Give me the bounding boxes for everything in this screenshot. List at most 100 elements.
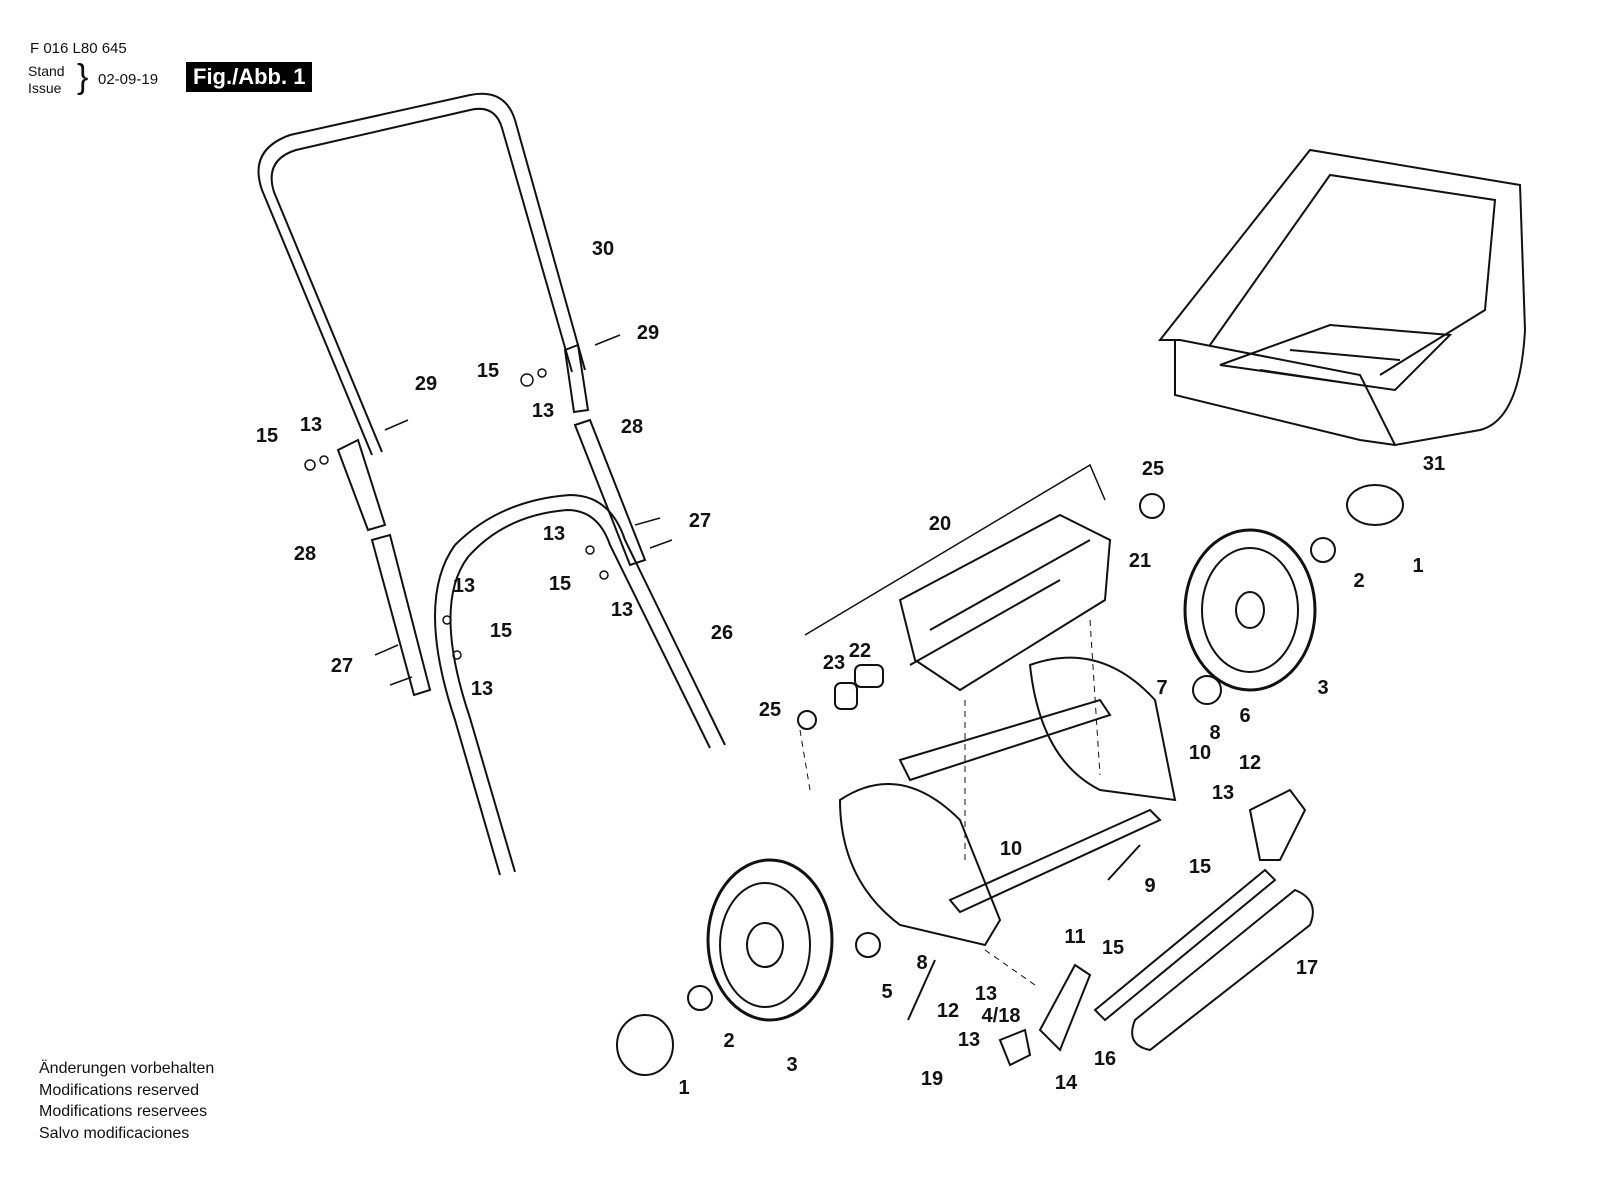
spring-part xyxy=(854,664,884,688)
callout-label: 2 xyxy=(723,1030,734,1052)
disclaimer-line: Salvo modificaciones xyxy=(39,1124,190,1142)
callout-label: 28 xyxy=(621,416,643,438)
callout-label: 15 xyxy=(549,573,571,595)
part-code: F 016 L80 645 xyxy=(30,40,127,57)
rod-left-part xyxy=(907,959,936,1021)
callout-label: 13 xyxy=(300,414,322,436)
washer-part xyxy=(797,710,817,730)
disclaimer-line: Modifications reserved xyxy=(39,1081,200,1099)
callout-label: 13 xyxy=(532,400,554,422)
callout-label: 29 xyxy=(637,322,659,344)
callout-label: 3 xyxy=(1317,677,1328,699)
clip-part xyxy=(1346,484,1404,526)
cap-part xyxy=(1310,537,1336,563)
callout-label: 15 xyxy=(1189,856,1211,878)
callout-label: 26 xyxy=(711,622,733,644)
callout-label: 28 xyxy=(294,543,316,565)
disclaimer-line: Modifications reservees xyxy=(39,1103,208,1120)
callout-label: 6 xyxy=(1239,705,1250,727)
callout-label: 14 xyxy=(1055,1072,1078,1094)
callout-label: 3 xyxy=(786,1054,797,1076)
lower-handle-part xyxy=(434,493,726,876)
callout-label: 13 xyxy=(453,575,475,597)
pinion-left-part xyxy=(855,932,881,958)
side-plate-left xyxy=(838,783,1002,947)
callout-label: 15 xyxy=(256,425,278,447)
right-wheel-part xyxy=(1183,528,1317,692)
callout-label: 20 xyxy=(929,513,951,535)
callout-label: 30 xyxy=(592,238,614,260)
callout-label: 27 xyxy=(331,655,353,677)
callout-label: 21 xyxy=(1129,550,1151,572)
callout-label: 16 xyxy=(1094,1048,1116,1070)
callout-label: 8 xyxy=(1209,722,1220,744)
tube-right-lower xyxy=(573,418,647,567)
callout-label: 5 xyxy=(881,981,892,1003)
bearing-part xyxy=(1139,493,1165,519)
stand-label: Stand xyxy=(28,63,65,79)
reel-bracket xyxy=(804,463,1106,636)
callout-label: 22 xyxy=(849,640,871,662)
callout-label: 17 xyxy=(1296,957,1318,979)
hubcap-part xyxy=(616,1014,674,1076)
callout-label: 10 xyxy=(1000,838,1022,860)
callout-label: 12 xyxy=(1239,752,1261,774)
brace-icon: } xyxy=(77,58,89,96)
upper-handle-inner xyxy=(270,107,573,453)
callout-label: 23 xyxy=(823,652,845,674)
callout-label: 29 xyxy=(415,373,437,395)
tube-left-lower xyxy=(370,533,432,697)
callout-label: 13 xyxy=(958,1029,980,1051)
axle-part xyxy=(1093,868,1277,1022)
stand-issue-label: Stand Issue xyxy=(28,63,65,97)
callout-label: 13 xyxy=(471,678,493,700)
reel-part xyxy=(898,513,1112,692)
rod-part xyxy=(1107,844,1141,881)
callout-label: 13 xyxy=(975,983,997,1005)
callout-label: 10 xyxy=(1189,742,1211,764)
callout-label: 15 xyxy=(1102,937,1124,959)
bracket-right-part xyxy=(1248,788,1307,861)
issue-date: 02-09-19 xyxy=(98,71,159,88)
callout-label: 13 xyxy=(543,523,565,545)
callout-label: 1 xyxy=(678,1077,689,1099)
callout-label: 12 xyxy=(937,1000,959,1022)
disclaimer: Änderungen vorbehalten Modifications res… xyxy=(39,1058,214,1144)
crossbar-part xyxy=(898,698,1162,914)
left-wheel-part xyxy=(706,858,834,1022)
upper-handle-part xyxy=(257,92,586,456)
tube-right xyxy=(563,343,590,414)
disclaimer-line: Änderungen vorbehalten xyxy=(39,1060,215,1077)
bracket-left-part xyxy=(1038,963,1092,1052)
grass-catcher-part xyxy=(1157,148,1527,447)
tube-left xyxy=(336,438,387,532)
callout-label: 1 xyxy=(1412,555,1423,577)
callout-label: 25 xyxy=(759,699,781,721)
callout-label: 15 xyxy=(477,360,499,382)
callout-label: 7 xyxy=(1156,677,1167,699)
callout-label: 8 xyxy=(916,952,927,974)
callout-label: 27 xyxy=(689,510,711,532)
lower-handle-inner xyxy=(449,508,711,873)
issue-label: Issue xyxy=(28,80,62,96)
height-plate-part xyxy=(998,1028,1032,1067)
grass-catcher-floor xyxy=(1219,323,1453,392)
bushing-part xyxy=(834,682,858,710)
guide-lines xyxy=(799,619,1101,986)
callout-label: 11 xyxy=(1064,926,1085,948)
callout-label: 9 xyxy=(1144,875,1155,897)
callout-label: 2 xyxy=(1353,570,1364,592)
side-plate-right xyxy=(1028,656,1177,802)
callout-label: 13 xyxy=(1212,782,1234,804)
cap-left-part xyxy=(687,985,713,1011)
callout-label: 19 xyxy=(921,1068,943,1090)
figure-label: Fig./Abb. 1 xyxy=(186,62,313,92)
callout-label: 4/18 xyxy=(982,1005,1021,1027)
callout-label: 15 xyxy=(490,620,512,642)
callout-label: 31 xyxy=(1423,453,1445,475)
pinion-part xyxy=(1192,675,1222,705)
callout-label: 25 xyxy=(1142,458,1164,480)
bolts xyxy=(304,334,673,686)
